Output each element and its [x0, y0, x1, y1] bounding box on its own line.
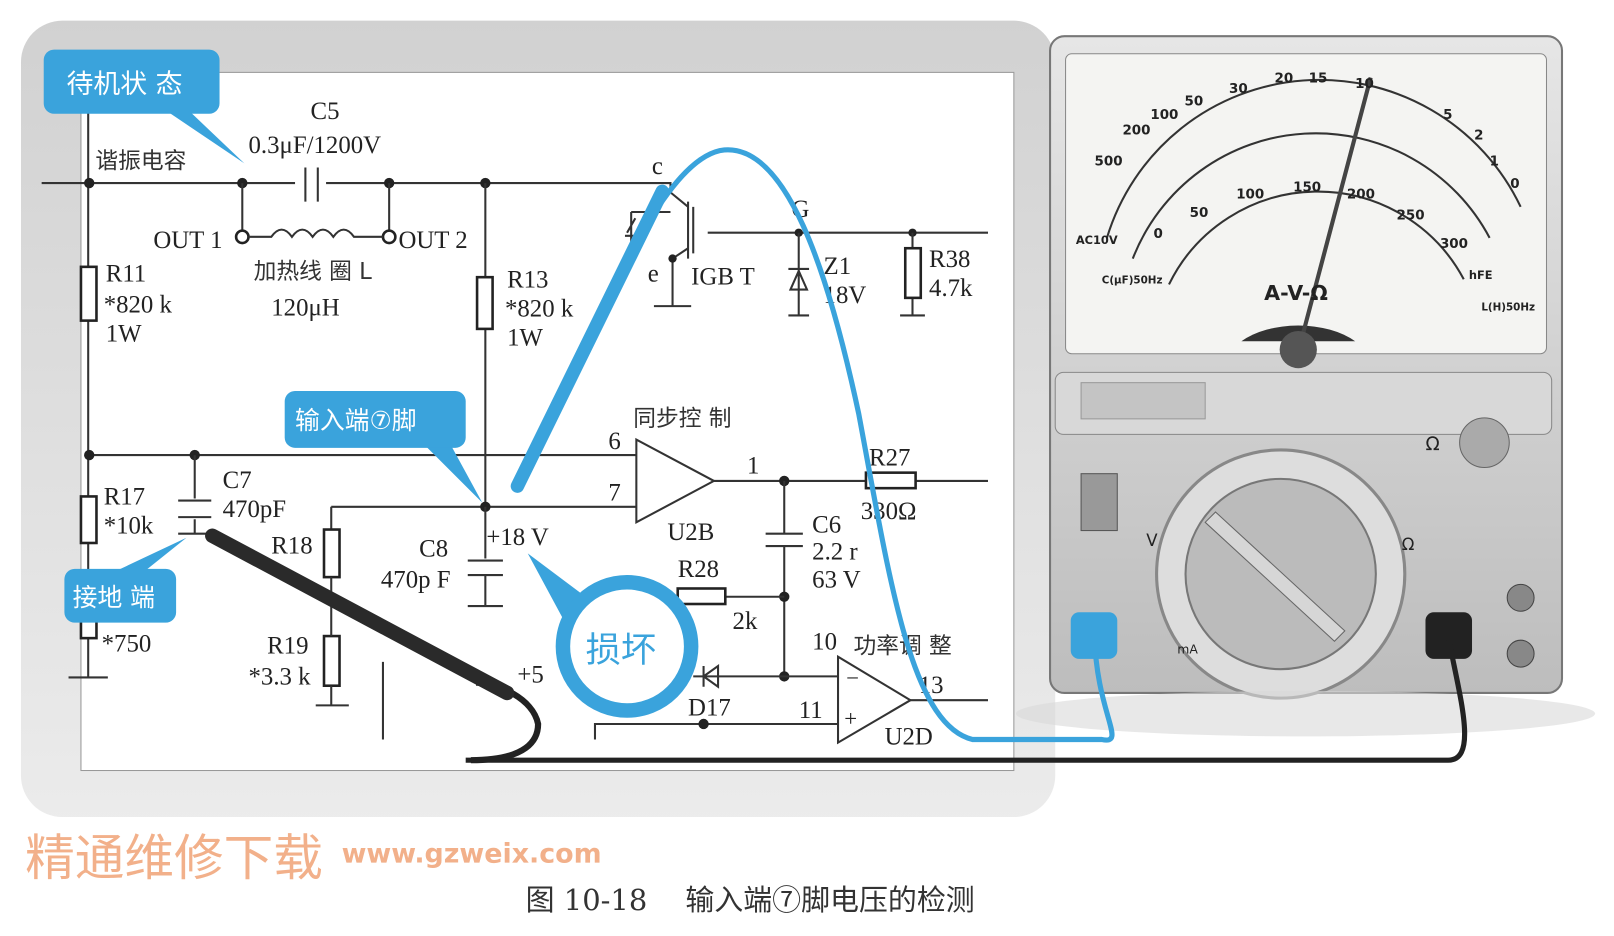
label-r17-value: *10k	[104, 513, 154, 540]
label-r750: *750	[102, 631, 152, 658]
label-c8: C8	[419, 535, 448, 562]
schematic: − +	[41, 72, 988, 745]
v-tick: 300	[1440, 237, 1468, 252]
label-r38-value: 4.7k	[929, 275, 973, 302]
label-igbt: IGB T	[691, 263, 755, 290]
label-c6: C6	[812, 512, 841, 539]
ohm-tick: 200	[1122, 123, 1150, 138]
ohm-tick: 0	[1510, 177, 1519, 192]
label-c7-value: 470pF	[223, 496, 286, 523]
ind-label: L(H)50Hz	[1481, 301, 1535, 313]
v-tick: 200	[1347, 188, 1375, 203]
label-resonant-cap: 谐振电容	[95, 149, 186, 175]
label-pin11: 11	[799, 697, 823, 724]
dial-ma-label: mA	[1177, 642, 1198, 657]
label-pin6: 6	[608, 428, 620, 455]
black-probe[interactable]	[205, 528, 515, 701]
meter-dial-face	[1065, 53, 1548, 355]
label-out2: OUT 2	[398, 227, 467, 254]
ohm-tick: 2	[1474, 129, 1483, 144]
v-tick: 150	[1293, 180, 1321, 195]
dial-v-label: V	[1146, 531, 1158, 550]
watermark-url: www.gzweix.com	[342, 839, 602, 870]
label-r28: R28	[678, 556, 719, 583]
callout-input-pin7-text: 输入端⑦脚	[295, 406, 417, 435]
jack-common[interactable]	[1425, 612, 1473, 659]
callout-damaged-text: 损坏	[586, 630, 656, 671]
label-r19: R19	[267, 633, 308, 660]
label-pin10: 10	[812, 629, 837, 656]
label-u2d: U2D	[885, 724, 933, 751]
v-tick: 100	[1236, 188, 1264, 203]
label-18v: +18 V	[486, 524, 549, 551]
meter-needle	[1296, 77, 1373, 353]
ohm-tick: 100	[1150, 108, 1178, 123]
label-coil-value: 120μH	[271, 294, 340, 321]
ohm-tick: 500	[1095, 154, 1123, 169]
label-z1: Z1	[824, 253, 852, 280]
label-pin1: 1	[747, 453, 759, 480]
ohm-adjust-knob[interactable]	[1459, 417, 1510, 468]
label-power-adj: 功率调 整	[854, 634, 952, 660]
label-r13-value: *820 k	[505, 295, 574, 322]
callout-standby-text: 待机状 态	[66, 69, 182, 100]
label-r13-power: 1W	[507, 324, 543, 351]
label-r13: R13	[507, 267, 548, 294]
ohm-tick: 10	[1355, 77, 1374, 92]
label-r27: R27	[869, 444, 910, 471]
label-u2b: U2B	[667, 519, 714, 546]
label-r38: R38	[929, 246, 970, 273]
ohm-tick: 20	[1274, 72, 1293, 87]
callout-damaged: 损坏	[527, 553, 699, 718]
label-coil: 加热线 圈 L	[254, 259, 372, 285]
ohm-tick: 30	[1229, 82, 1248, 97]
label-r11-value: *820 k	[104, 291, 173, 318]
dial-ohm-label: Ω	[1402, 535, 1415, 554]
label-c5: C5	[311, 98, 340, 125]
label-5v: +5	[517, 662, 543, 689]
label-d17: D17	[688, 695, 731, 722]
label-out1: OUT 1	[153, 227, 222, 254]
label-igbt-c: c	[652, 153, 663, 180]
scale-label: A-V-Ω	[1264, 281, 1328, 305]
label-sync: 同步控 制	[633, 406, 731, 432]
label-r27-value: 330Ω	[861, 498, 917, 525]
label-c6-value: 2.2 r	[812, 539, 858, 566]
svg-text:+: +	[844, 706, 857, 731]
label-pin7: 7	[608, 480, 620, 507]
ohm-tick: 50	[1185, 94, 1204, 109]
ohm-tick: 1	[1490, 154, 1499, 169]
label-c7: C7	[223, 467, 252, 494]
label-r28-value: 2k	[733, 608, 758, 635]
v-tick: 50	[1190, 206, 1209, 221]
label-r11-power: 1W	[106, 320, 142, 347]
ac-label: AC10V	[1076, 233, 1118, 247]
hfe-label: hFE	[1469, 268, 1493, 282]
label-igbt-e: e	[648, 260, 659, 287]
label-c5-value: 0.3μF/1200V	[249, 132, 382, 159]
callout-ground-text: 接地 端	[73, 583, 155, 612]
cap-label: C(μF)50Hz	[1102, 274, 1163, 286]
jack-positive[interactable]	[1070, 612, 1118, 659]
v-tick: 0	[1153, 227, 1162, 242]
label-c6-voltage: 63 V	[812, 566, 861, 593]
ohm-adjust-label: Ω	[1425, 434, 1439, 455]
label-r19-value: *3.3 k	[249, 664, 312, 691]
svg-text:−: −	[846, 666, 859, 691]
figure-caption: 图 10-18 输入端⑦脚电压的检测	[526, 883, 975, 917]
watermark-cn: 精通维修下载	[25, 829, 323, 887]
multimeter: 500 200 100 50 30 20 15 10 5 2 1 0 0 50 …	[1015, 35, 1596, 737]
ohm-tick: 5	[1443, 108, 1452, 123]
label-r17: R17	[104, 484, 145, 511]
v-tick: 250	[1397, 208, 1425, 223]
positive-probe[interactable]	[510, 184, 669, 493]
label-r18: R18	[271, 532, 312, 559]
label-c8-value: 470p F	[381, 566, 451, 593]
label-r11: R11	[106, 260, 146, 287]
ohm-tick: 15	[1309, 72, 1328, 87]
black-probe-cable	[465, 635, 1468, 763]
